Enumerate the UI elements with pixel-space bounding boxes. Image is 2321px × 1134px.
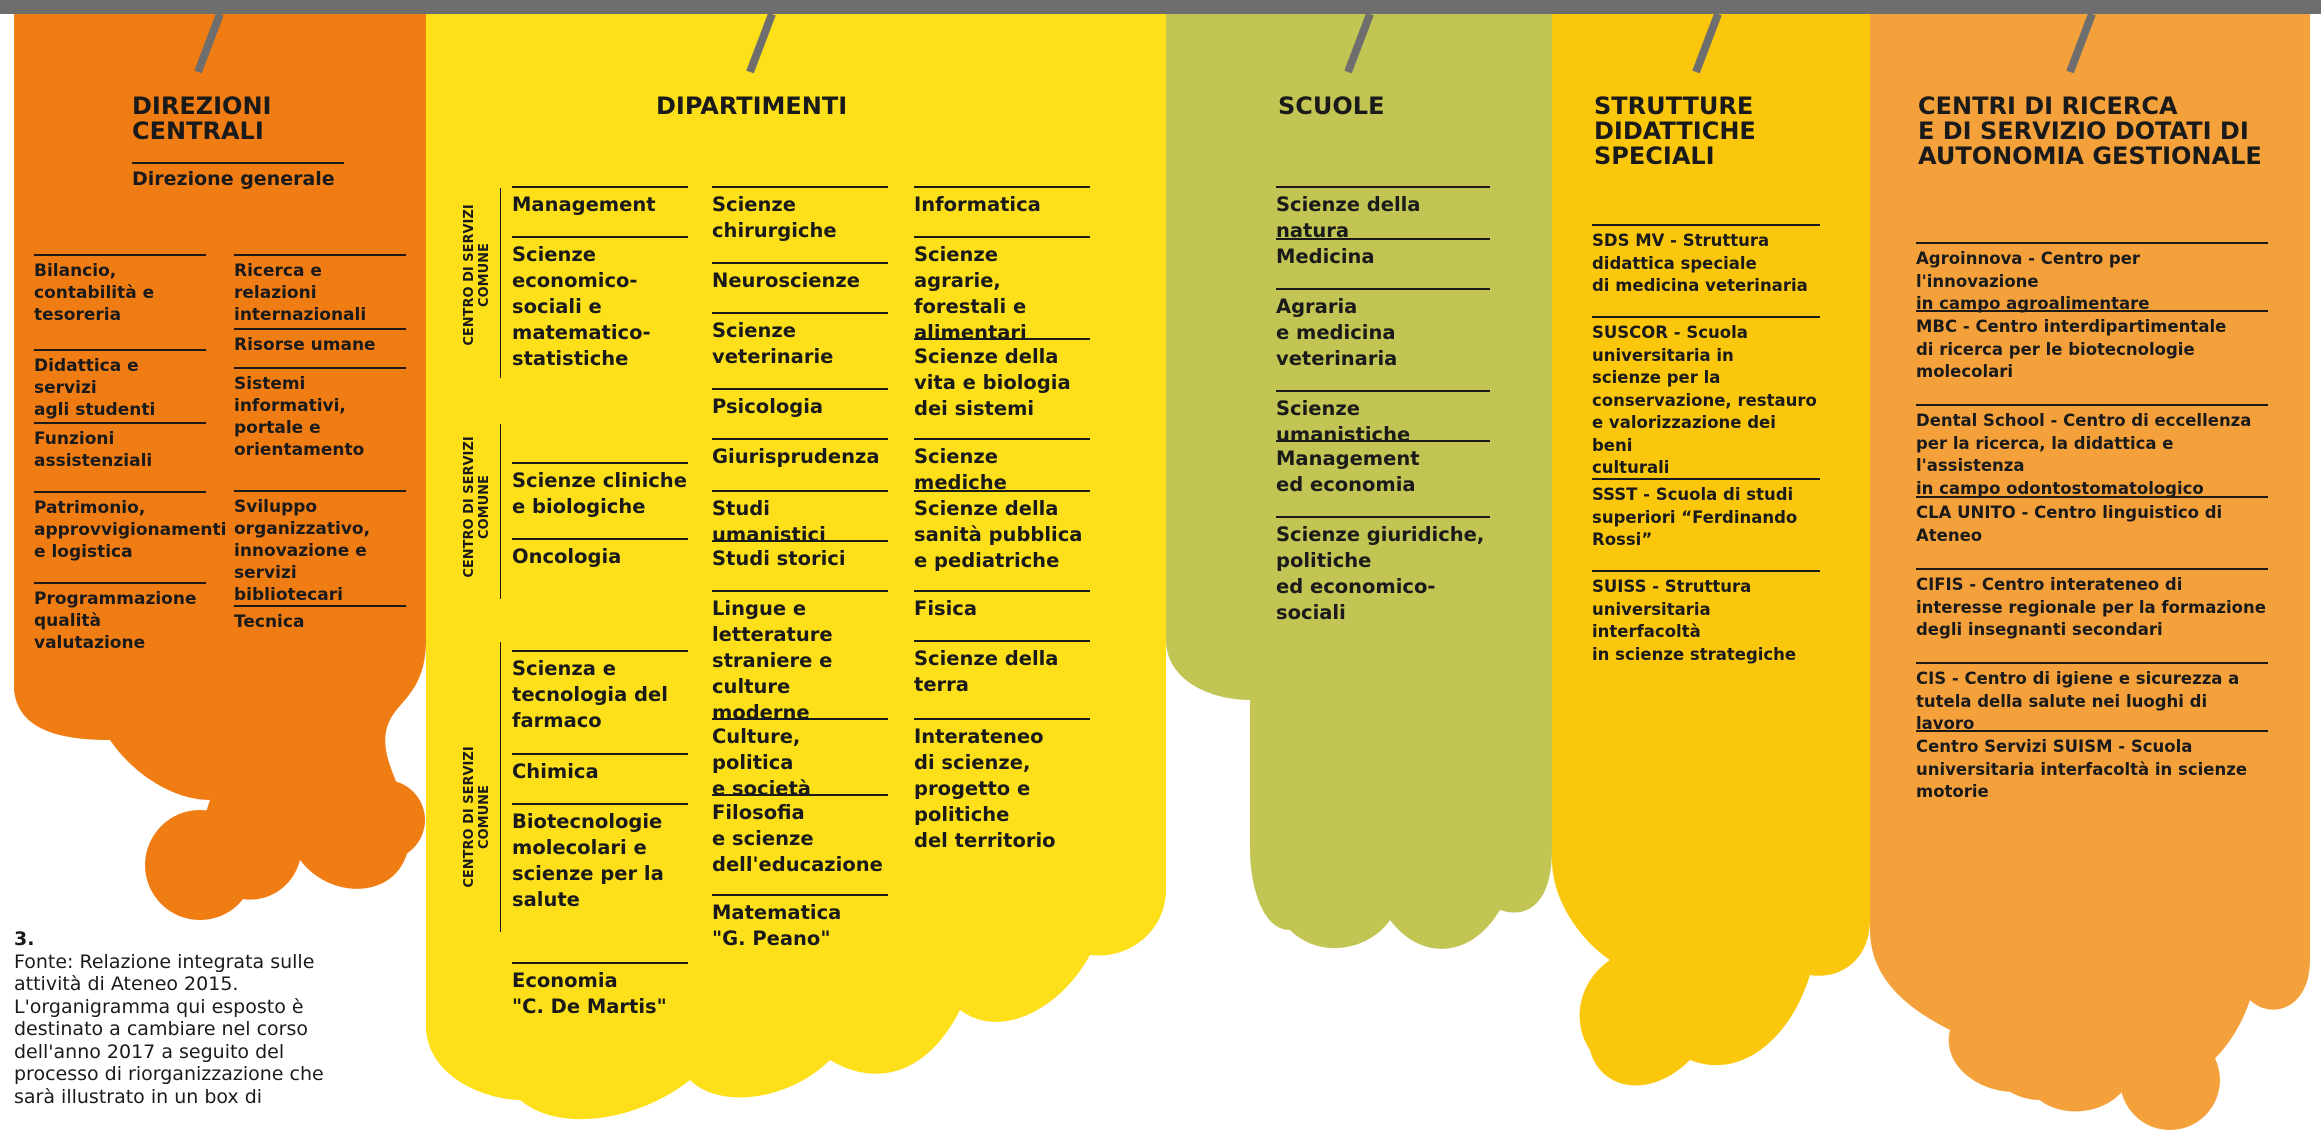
blob-strutture [1552,14,1870,1086]
dipartimento-item: Chimica [512,753,688,785]
centro-item: Dental School - Centro di eccellenza per… [1916,404,2268,500]
csc-label-1: CENTRO DI SERVIZI COMUNE [462,204,492,346]
struttura-item: SUSCOR - Scuola universitaria in scienze… [1592,316,1820,480]
figure-number: 3. [14,928,35,950]
heading-strutture: STRUTTURE DIDATTICHE SPECIALI [1594,92,1756,170]
scuola-item: Medicina [1276,238,1490,270]
centro-item: MBC - Centro interdipartimentale di rice… [1916,310,2268,384]
centro-item: CIFIS - Centro interateneo di interesse … [1916,568,2268,642]
direzione-item: Funzioni assistenziali [34,422,206,472]
dipartimento-item: Informatica [914,186,1090,218]
dipartimento-item: Biotecnologie molecolari e scienze per l… [512,803,688,913]
direzione-item: Tecnica [234,605,406,633]
scuola-item: Scienze della natura [1276,186,1490,244]
dipartimento-item: Scienze mediche [914,438,1090,496]
direzione-item: Patrimonio, approvvigionamenti e logisti… [34,491,226,563]
heading-dipartimenti: DIPARTIMENTI [656,92,848,120]
centro-item: CIS - Centro di igiene e sicurezza a tut… [1916,662,2268,736]
scuola-item: Scienze giuridiche, politiche ed economi… [1276,516,1490,626]
struttura-item: SDS MV - Struttura didattica speciale di… [1592,224,1820,298]
dipartimento-item: Neuroscienze [712,262,888,294]
blob-dipartimenti [426,14,1166,1120]
struttura-item: SUISS - Struttura universitaria interfac… [1592,570,1820,666]
figure-caption: 3. Fonte: Relazione integrata sulle atti… [14,928,334,1108]
direzione-item: Ricerca e relazioni internazionali [234,254,406,326]
dipartimento-item: Lingue e letterature straniere e culture… [712,590,888,726]
dipartimento-item: Economia "C. De Martis" [512,962,688,1020]
direzione-item: Sistemi informativi, portale e orientame… [234,367,406,461]
struttura-item: SSST - Scuola di studi superiori “Ferdin… [1592,478,1820,552]
centro-item: CLA UNITO - Centro linguistico di Ateneo [1916,496,2268,547]
dipartimento-item: Scienze della terra [914,640,1090,698]
dipartimento-item: Scienze cliniche e biologiche [512,462,688,520]
csc-divider-1 [500,188,501,378]
connector-lines [194,12,2096,74]
direzione-item: Bilancio, contabilità e tesoreria [34,254,206,326]
heading-direzioni: DIREZIONI CENTRALI [132,92,272,145]
blob-direzioni [14,14,426,900]
dipartimento-item: Giurisprudenza [712,438,888,470]
dipartimento-item: Scienze chirurgiche [712,186,888,244]
csc-divider-2 [500,424,501,599]
figure-source-text: Fonte: Relazione integrata sulle attivit… [14,950,324,1108]
centro-item: Centro Servizi SUISM - Scuola universita… [1916,730,2268,804]
dipartimento-item: Psicologia [712,388,888,420]
heading-centri: CENTRI DI RICERCA E DI SERVIZIO DOTATI D… [1918,92,2262,170]
csc-divider-3 [500,642,501,932]
blob-scuole [1166,14,1552,949]
top-bar [0,0,2321,14]
csc-label-2: CENTRO DI SERVIZI COMUNE [462,436,492,578]
heading-scuole: SCUOLE [1278,92,1385,120]
direzione-item: Didattica e servizi agli studenti [34,349,206,421]
dipartimento-item: Scienze della sanità pubblica e pediatri… [914,490,1090,574]
dipartimento-item: Interateneo di scienze, progetto e polit… [914,718,1090,854]
dipartimento-item: Management [512,186,688,218]
direzione-item: Sviluppo organizzativo, innovazione e se… [234,490,406,606]
dipartimento-item: Studi storici [712,540,888,572]
csc-label-3: CENTRO DI SERVIZI COMUNE [462,746,492,888]
direzione-generale: Direzione generale [132,162,344,190]
dipartimento-item: Culture, politica e società [712,718,888,802]
scuola-item: Management ed economia [1276,440,1490,498]
direzione-item: Risorse umane [234,328,406,356]
blob-centri [1870,14,2310,1112]
dipartimento-item: Fisica [914,590,1090,622]
scuola-item: Agraria e medicina veterinaria [1276,288,1490,372]
dipartimento-item: Oncologia [512,538,688,570]
dipartimento-item: Scienze della vita e biologia dei sistem… [914,338,1090,422]
dipartimento-item: Scienze veterinarie [712,312,888,370]
dipartimento-item: Scienze economico- sociali e matematico-… [512,236,688,372]
dipartimento-item: Filosofia e scienze dell'educazione [712,794,888,878]
centro-item: Agroinnova - Centro per l'innovazione in… [1916,242,2268,316]
direzione-item: Programmazione qualità valutazione [34,582,206,654]
dipartimento-item: Scienza e tecnologia del farmaco [512,650,688,734]
dipartimento-item: Scienze agrarie, forestali e alimentari [914,236,1090,346]
dipartimento-item: Matematica "G. Peano" [712,894,888,952]
